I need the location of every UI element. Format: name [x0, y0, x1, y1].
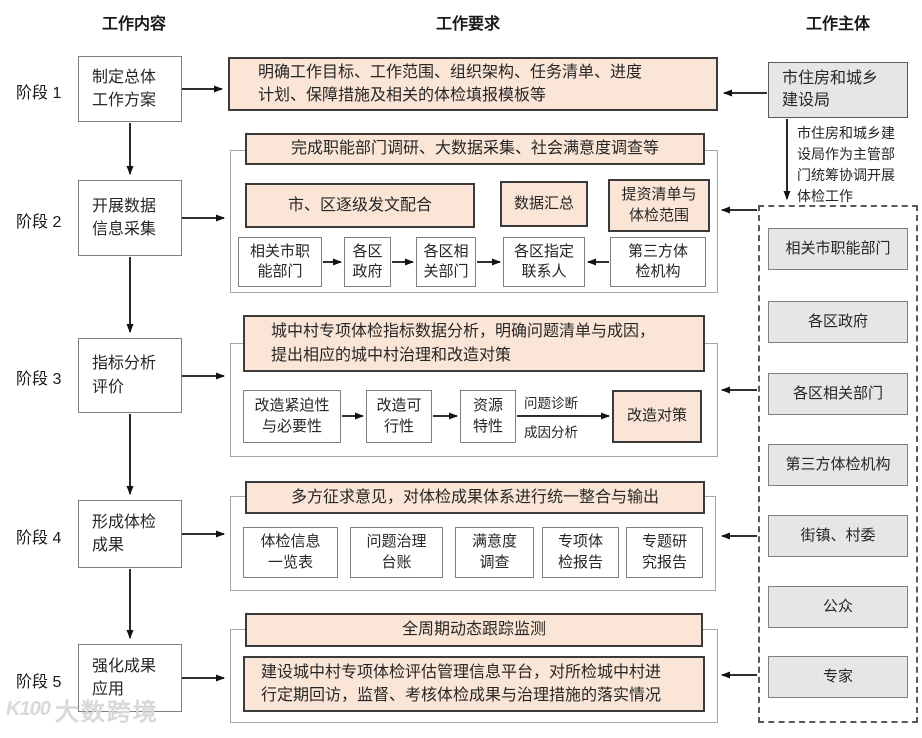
phase3-flow-resources: 资源特性 [460, 390, 516, 443]
participant-city-departments: 相关市职能部门 [768, 228, 908, 270]
phase4-banner: 多方征求意见，对体检成果体系进行统一整合与输出 [245, 481, 705, 514]
phase2-flow-city-departments: 相关市职能部门 [238, 237, 322, 287]
phase4-output-info-table: 体检信息一览表 [243, 527, 338, 578]
stage-2-content-box: 开展数据信息采集 [78, 180, 182, 256]
phase2-coordination-box: 市、区逐级发文配合 [245, 183, 475, 228]
phase3-flow-feasibility: 改造可行性 [366, 390, 432, 443]
phase4-output-ledger: 问题治理台账 [350, 527, 443, 578]
watermark: K100 大数跨境 [6, 692, 159, 727]
participant-district-governments: 各区政府 [768, 301, 908, 343]
phase1-requirement-box: 明确工作目标、工作范围、组织架构、任务清单、进度计划、保障措施及相关的体检填报模… [228, 57, 718, 111]
participant-third-party: 第三方体检机构 [768, 444, 908, 486]
participant-town-village: 街镇、村委 [768, 515, 908, 557]
phase2-flow-third-party: 第三方体检机构 [610, 237, 706, 287]
stage-5-label: 阶段 5 [16, 674, 62, 691]
stage-3-label: 阶段 3 [16, 371, 62, 388]
phase4-output-inspection-report: 专项体检报告 [542, 527, 619, 578]
phase3-arrow-label-cause: 成因分析 [524, 425, 578, 440]
phase5-detail-box: 建设城中村专项体检评估管理信息平台，对所检城中村进行定期回访，监督、考核体检成果… [243, 656, 705, 712]
phase5-banner: 全周期动态跟踪监测 [245, 613, 703, 647]
stage-2-label: 阶段 2 [16, 214, 62, 231]
phase3-arrow-label-diagnosis: 问题诊断 [524, 396, 578, 411]
participants-frame [758, 205, 918, 723]
subject-lead-note: 市住房和城乡建设局作为主管部门统筹协调开展体检工作 [797, 125, 895, 204]
phase2-list-scope-box: 提资清单与体检范围 [608, 179, 710, 232]
phase2-flow-district-contacts: 各区指定联系人 [503, 237, 585, 287]
phase3-result-box: 改造对策 [612, 390, 702, 443]
phase2-flow-district-governments: 各区政府 [344, 237, 391, 287]
stage-1-label: 阶段 1 [16, 85, 62, 102]
stage-4-label: 阶段 4 [16, 530, 62, 547]
header-work-subjects: 工作主体 [805, 16, 870, 33]
header-work-content: 工作内容 [101, 16, 166, 33]
phase4-output-research-report: 专题研究报告 [626, 527, 703, 578]
participant-public: 公众 [768, 586, 908, 628]
phase2-banner: 完成职能部门调研、大数据采集、社会满意度调查等 [245, 133, 705, 165]
stage-5-content-box: 强化成果应用 [78, 644, 182, 712]
watermark-logo: K100 [6, 698, 51, 720]
phase3-flow-urgency: 改造紧迫性与必要性 [243, 390, 341, 443]
participant-experts: 专家 [768, 656, 908, 698]
stage-1-content-box: 制定总体工作方案 [78, 56, 182, 122]
stage-3-content-box: 指标分析评价 [78, 338, 182, 413]
header-work-requirements: 工作要求 [435, 16, 500, 33]
phase3-banner: 城中村专项体检指标数据分析，明确问题清单与成因，提出相应的城中村治理和改造对策 [243, 315, 705, 372]
stage-4-content-box: 形成体检成果 [78, 500, 182, 568]
phase2-flow-district-departments: 各区相关部门 [416, 237, 476, 287]
participant-district-departments: 各区相关部门 [768, 373, 908, 415]
watermark-text: 大数跨境 [54, 699, 159, 726]
phase2-data-summary-box: 数据汇总 [500, 181, 588, 227]
phase4-output-satisfaction: 满意度调查 [455, 527, 534, 578]
subject-lead-box: 市住房和城乡建设局 [768, 62, 908, 118]
